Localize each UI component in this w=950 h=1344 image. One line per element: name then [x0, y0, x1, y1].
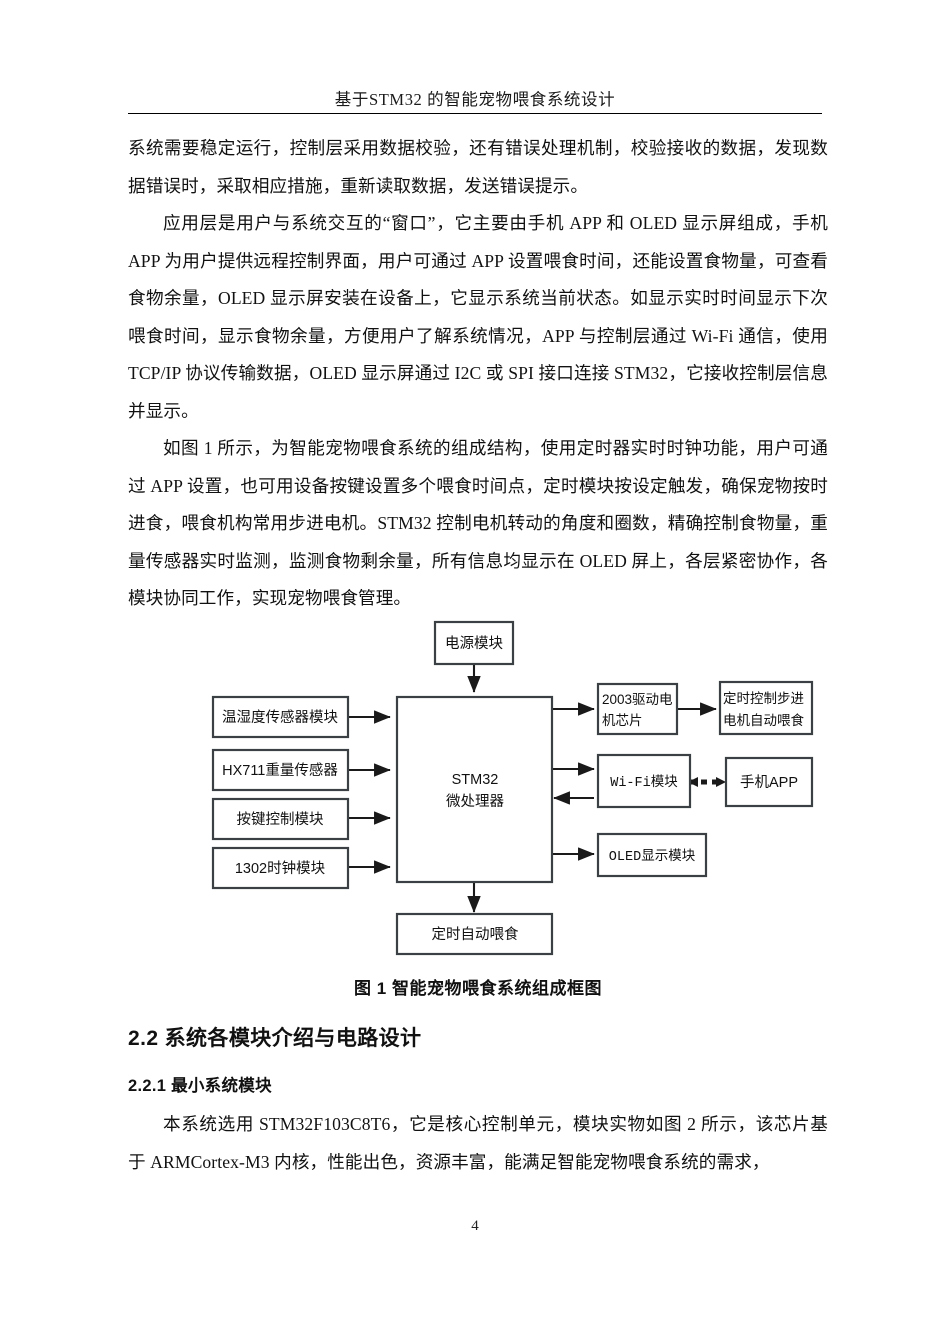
block-hx711-weight-sensor-label: HX711重量传感器 — [222, 762, 338, 779]
block-phone-app — [724, 756, 814, 808]
running-header: 基于STM32 的智能宠物喂食系统设计 — [128, 86, 822, 110]
page-number: 4 — [471, 1218, 479, 1234]
body-text-block: 系统需要稳定运行，控制层采用数据校验，还有错误处理机制，校验接收的数据，发现数据… — [128, 130, 828, 618]
header-divider — [128, 113, 822, 114]
block-hx711-weight-sensor — [211, 748, 350, 792]
block-power-module-label: 电源模块 — [445, 635, 503, 652]
block-wifi-module — [596, 753, 692, 809]
block-temp-humidity-sensor-label: 温湿度传感器模块 — [222, 709, 338, 726]
block-stepper-auto-feeding-label-line2: 电机自动喂食 — [723, 712, 804, 728]
block-stm32-mcu-label-line2: 微处理器 — [446, 793, 504, 810]
block-stm32-mcu — [395, 695, 554, 884]
block-temp-humidity-sensor — [211, 695, 350, 739]
block-oled-display-module — [596, 832, 708, 878]
arrow-wifi-left — [688, 777, 698, 787]
figure-block-diagram: 电源模块 温湿度传感器模块 HX711重量传感器 按键控制模块 1302时钟模块… — [128, 612, 828, 957]
block-phone-app-label: 手机APP — [740, 774, 798, 791]
block-stepper-auto-feeding-label-line1: 定时控制步进 — [723, 691, 804, 706]
block-key-control-module-label: 按键控制模块 — [237, 811, 324, 828]
section-heading-2-2-1: 2.2.1 最小系统模块 — [128, 1077, 272, 1095]
block-2003-driver-chip — [596, 682, 679, 736]
paragraph-3: 如图 1 所示，为智能宠物喂食系统的组成结构，使用定时器实时时钟功能，用户可通过… — [128, 438, 828, 608]
block-timed-auto-feeding-label: 定时自动喂食 — [432, 926, 519, 943]
section-heading-2-2: 2.2 系统各模块介绍与电路设计 — [128, 1027, 422, 1050]
block-wifi-module-label: Wi-Fi模块 — [610, 774, 678, 791]
tail-text-block: 本系统选用 STM32F103C8T6，它是核心控制单元，模块实物如图 2 所示… — [128, 1106, 828, 1181]
block-timed-auto-feeding — [395, 912, 554, 956]
paragraph-2: 应用层是用户与系统交互的“窗口”，它主要由手机 APP 和 OLED 显示屏组成… — [128, 213, 828, 421]
block-stepper-auto-feeding — [718, 680, 814, 736]
paragraph-1: 系统需要稳定运行，控制层采用数据校验，还有错误处理机制，校验接收的数据，发现数据… — [128, 138, 828, 196]
block-1302-clock-module — [211, 846, 350, 890]
arrow-app-right — [716, 777, 726, 787]
block-key-control-module — [211, 797, 350, 841]
block-2003-driver-chip-label-line2: 机芯片 — [602, 713, 643, 728]
header-title: 基于STM32 的智能宠物喂食系统设计 — [334, 90, 616, 109]
block-1302-clock-module-label: 1302时钟模块 — [235, 860, 326, 877]
block-stm32-mcu-label-line1: STM32 — [452, 772, 499, 788]
block-2003-driver-chip-label-line1: 2003驱动电 — [602, 692, 673, 707]
figure-caption: 图 1 智能宠物喂食系统组成框图 — [354, 979, 602, 998]
block-oled-display-module-label: OLED显示模块 — [609, 848, 696, 865]
block-power-module — [433, 620, 515, 666]
tail-paragraph: 本系统选用 STM32F103C8T6，它是核心控制单元，模块实物如图 2 所示… — [128, 1114, 828, 1172]
